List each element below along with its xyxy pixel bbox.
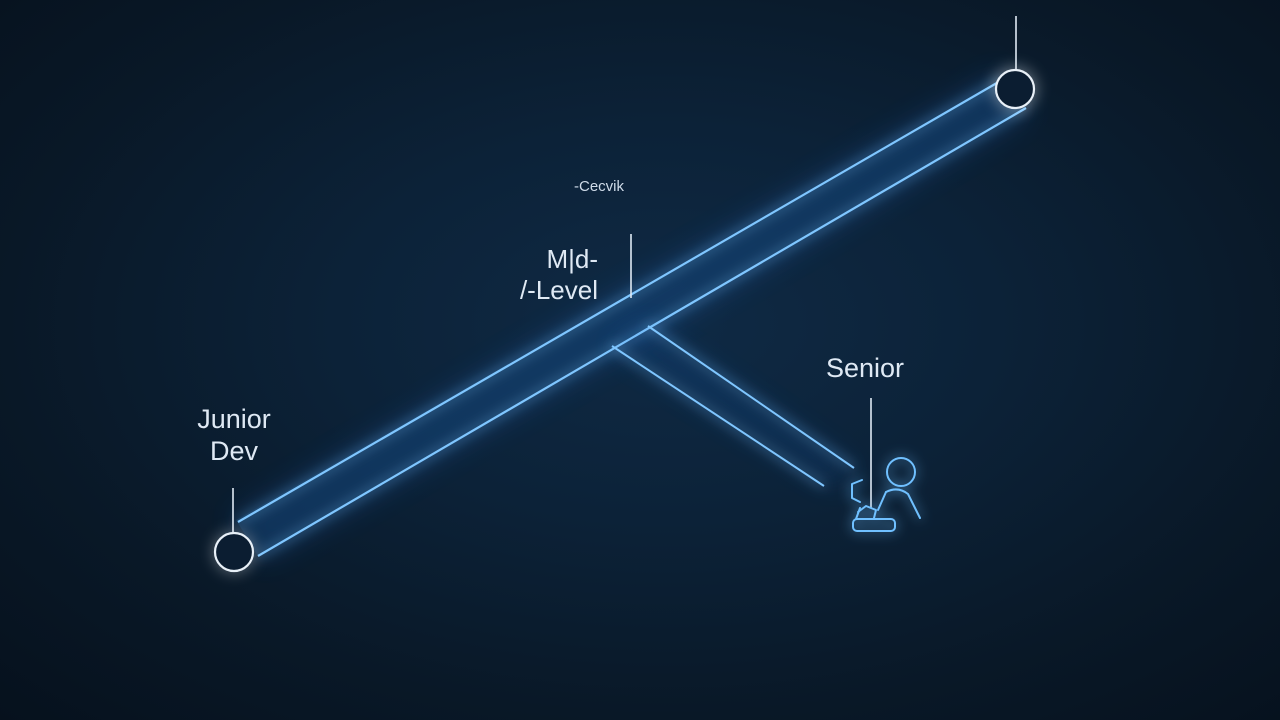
branch-path-band [611,324,856,487]
branch-path-upper-edge [647,325,855,469]
branch-path-lower-edge [611,345,825,487]
junior-dev-label: Junior Dev [186,403,282,468]
junior-node [212,530,256,574]
main-path-upper-edge [237,79,1003,523]
main-path-band [232,72,1030,562]
senior-label: Senior [826,353,905,383]
mid-label-line-1: M|d- [546,244,598,274]
mid-level-label: M|d- /-Level [480,244,598,306]
top-caption-label: -Cecvik [574,178,625,195]
mid-label-line-2: /-Level [519,275,598,306]
junior-label-line-1: Junior [197,404,271,434]
person-at-desk-icon [851,457,921,532]
junior-label-line-2: Dev [209,436,258,467]
top-node [992,66,1038,112]
